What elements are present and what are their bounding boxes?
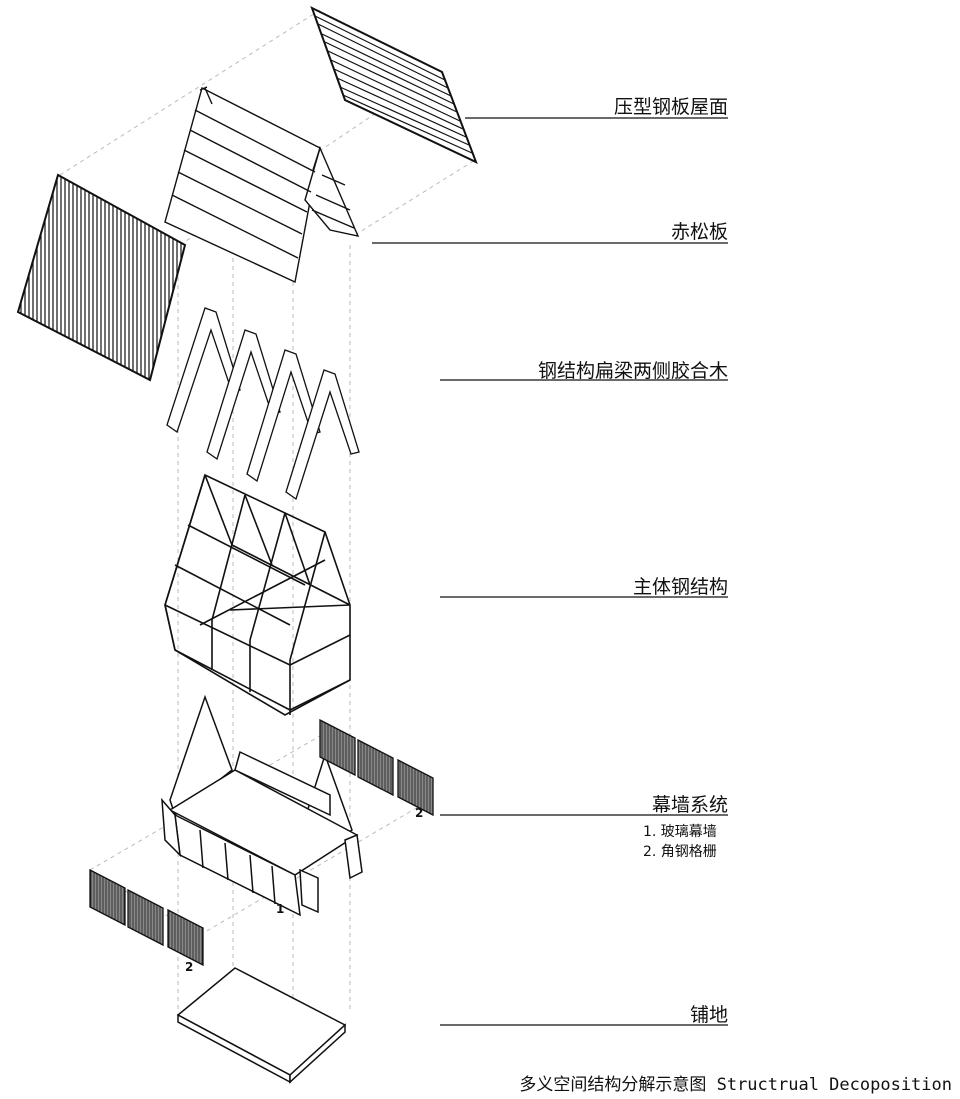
label-glulam-beams: 钢结构扁梁两侧胶合木 (537, 360, 728, 382)
label-floor: 铺地 (689, 1004, 728, 1026)
curtain-item-grille: 2. 角钢格栅 (643, 844, 717, 860)
curtain-item-glass: 1. 玻璃幕墙 (643, 824, 717, 840)
label-steel-roof: 压型钢板屋面 (613, 96, 728, 118)
marker-glass: 1 (276, 902, 285, 916)
steel-grille-left (89, 868, 204, 967)
steel-grille-right (319, 718, 434, 817)
label-pine-board: 赤松板 (670, 221, 728, 243)
glulam-beams (166, 307, 360, 501)
pine-board-layer (164, 86, 360, 284)
main-steel-frame (164, 473, 351, 716)
marker-grille-right: 2 (415, 806, 424, 820)
marker-grille-left: 2 (185, 960, 194, 974)
leader-lines (372, 117, 728, 1026)
label-curtain-wall: 幕墙系统 (651, 794, 728, 816)
label-main-steel-structure: 主体钢结构 (632, 576, 728, 598)
curtain-wall-system (161, 694, 363, 917)
figure-caption: 多义空间结构分解示意图 Structrual Decoposition (519, 1075, 952, 1095)
floor-slab (176, 967, 347, 1084)
steel-roof-panel-left (16, 173, 187, 382)
steel-roof-panel-right (310, 6, 478, 164)
